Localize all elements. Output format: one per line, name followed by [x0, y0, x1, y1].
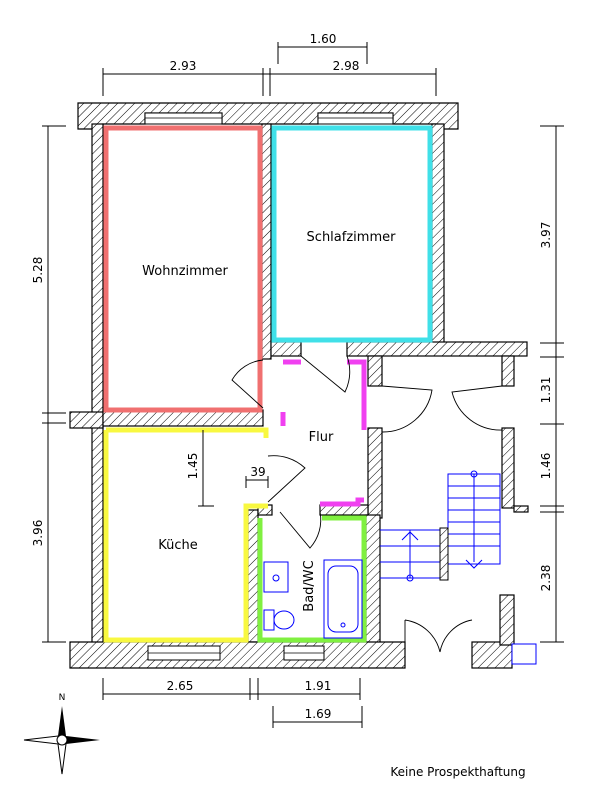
dim-right-3: 1.46 [539, 453, 553, 480]
kitchen-dimensions: 1.45 39 [186, 430, 269, 507]
compass-rose: N [23, 693, 100, 775]
dim-left-upper: 5.28 [31, 257, 45, 284]
room-label-flur: Flur [309, 430, 334, 445]
toilet [263, 609, 275, 631]
dim-right-4: 2.38 [539, 565, 553, 592]
sink [263, 561, 289, 593]
room-label-bad: Bad/WC [302, 560, 317, 611]
flur-outline [280, 359, 367, 507]
dim-right-2: 1.31 [539, 377, 553, 404]
schlafzimmer-outline [271, 125, 433, 343]
walls [69, 102, 529, 669]
room-outlines [103, 125, 433, 643]
dim-right-1: 3.97 [539, 222, 553, 249]
dim-top-inner: 1.60 [310, 32, 337, 46]
room-label-kueche: Küche [158, 538, 198, 553]
dim-bottom-left: 2.65 [167, 679, 194, 693]
dimension-top: 1.60 2.93 2.98 [102, 32, 437, 96]
bathroom-fixtures [263, 559, 363, 639]
room-label-schlafzimmer: Schlafzimmer [307, 230, 397, 245]
compass-north-label: N [59, 693, 66, 703]
bathtub [323, 559, 363, 639]
dimension-right: 3.97 1.31 1.46 2.38 [539, 125, 564, 643]
dim-top-left: 2.93 [170, 59, 197, 73]
dimension-bottom: 2.65 1.91 1.69 [102, 678, 363, 728]
dim-left-lower: 3.96 [31, 520, 45, 547]
dim-bottom-inner: 1.69 [305, 707, 332, 721]
windows [144, 112, 537, 665]
staircase [380, 470, 501, 582]
kueche-outline [103, 427, 269, 643]
dim-kitchen-depth: 1.45 [186, 453, 200, 480]
dim-bottom-right: 1.91 [305, 679, 332, 693]
bad-outline [257, 515, 367, 643]
dimension-left: 5.28 3.96 [31, 125, 66, 643]
room-label-wohnzimmer: Wohnzimmer [142, 264, 228, 279]
disclaimer: Keine Prospekthaftung [390, 765, 525, 779]
doors [231, 355, 503, 653]
dim-top-right: 2.98 [333, 59, 360, 73]
dim-kitchen-small: 39 [250, 465, 265, 479]
wohnzimmer-outline [103, 125, 263, 413]
